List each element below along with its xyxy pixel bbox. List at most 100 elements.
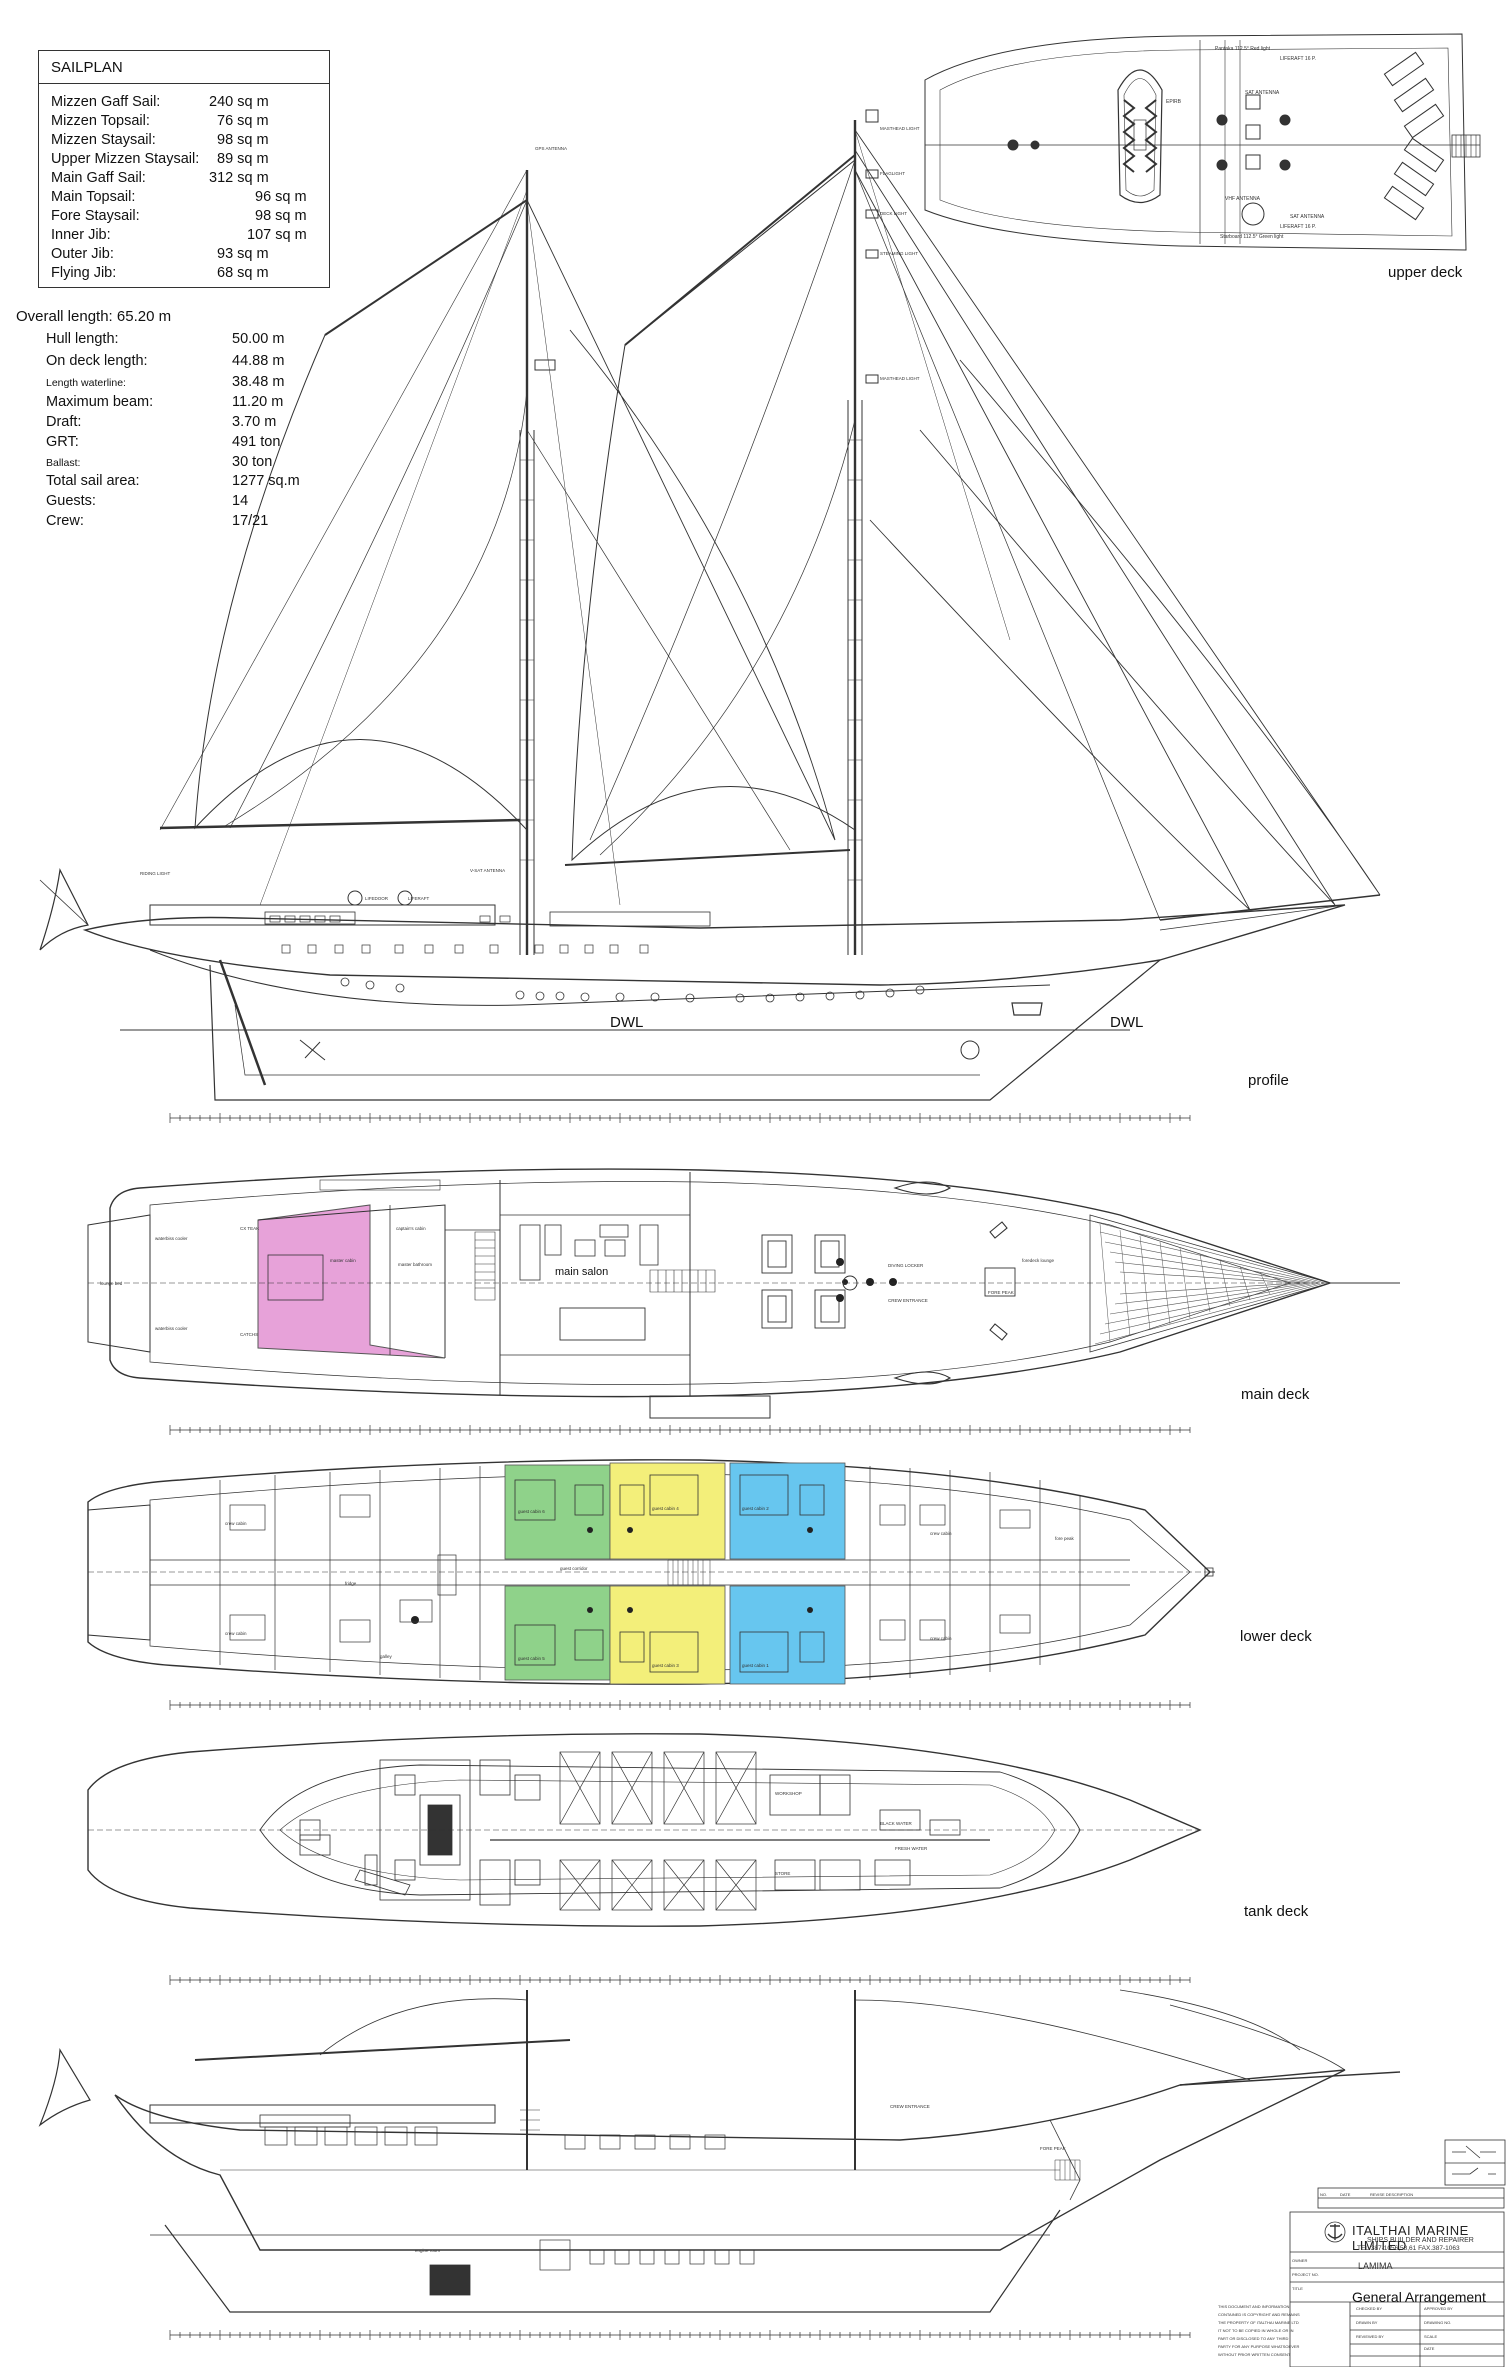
spec-label: Length waterline: <box>46 377 126 389</box>
svg-text:LIFERAFT 16 P.: LIFERAFT 16 P. <box>1280 56 1316 62</box>
svg-text:foredeck lounge: foredeck lounge <box>1022 1258 1055 1263</box>
svg-text:IT NOT TO BE COPIED IN WHOLE O: IT NOT TO BE COPIED IN WHOLE OR IN <box>1218 2328 1294 2333</box>
dwl-mark-fore: DWL <box>1110 1014 1144 1031</box>
spec-row: Crew: 17/21 <box>46 513 268 529</box>
spec-label: Crew: <box>46 513 84 529</box>
svg-text:DATE: DATE <box>1424 2346 1435 2351</box>
spec-label: Guests: <box>46 493 96 509</box>
sail-row: Mizzen Topsail:76 sq m <box>51 113 269 129</box>
svg-text:WORKSHOP: WORKSHOP <box>775 1791 802 1796</box>
upper-deck-label: upper deck <box>1388 264 1463 281</box>
sail-name: Fore Staysail: <box>51 208 140 224</box>
svg-text:crew cabin: crew cabin <box>225 1631 247 1636</box>
spec-row: Total sail area:1277 sq.m <box>46 473 300 489</box>
spec-value: 1277 sq.m <box>232 473 300 489</box>
svg-text:THE PROPERTY OF ITALTHAI MARIN: THE PROPERTY OF ITALTHAI MARINE LTD <box>1218 2320 1299 2325</box>
svg-text:V-SAT ANTENNA: V-SAT ANTENNA <box>470 868 505 873</box>
svg-text:FORE PEAK: FORE PEAK <box>988 1290 1014 1295</box>
sail-name: Mizzen Gaff Sail: <box>51 94 161 110</box>
sail-name: Mizzen Topsail: <box>51 113 150 129</box>
spec-row: Maximum beam:11.20 m <box>46 394 283 410</box>
svg-text:CX TEAK: CX TEAK <box>240 1226 259 1231</box>
svg-text:OWNER: OWNER <box>1292 2258 1307 2263</box>
svg-text:CREW ENTRANCE: CREW ENTRANCE <box>890 2104 930 2109</box>
sail-name: Main Gaff Sail: <box>51 170 146 186</box>
sail-area: 93 sq m <box>217 246 269 262</box>
company-contact: TEL.387-1056,58,61 FAX.387-1063 <box>1357 2245 1460 2252</box>
spec-row: On deck length: 44.88 m <box>46 353 284 369</box>
svg-text:DRAWING NO.: DRAWING NO. <box>1424 2320 1451 2325</box>
main-salon-label: main salon <box>555 1266 609 1278</box>
spec-row: Draft: 3.70 m <box>46 414 276 430</box>
svg-text:DATE: DATE <box>1340 2192 1351 2197</box>
lower-deck-label: lower deck <box>1240 1628 1312 1645</box>
sail-row: Mizzen Staysail:98 sq m <box>51 132 269 148</box>
svg-text:Pantaka 112.5° Red light: Pantaka 112.5° Red light <box>1215 46 1271 52</box>
spec-value: 3.70 m <box>232 414 277 430</box>
svg-text:PROJECT NO.: PROJECT NO. <box>1292 2272 1319 2277</box>
sail-row: Upper Mizzen Staysail:89 sq m <box>51 151 269 167</box>
sail-name: Main Topsail: <box>51 189 136 205</box>
svg-text:guest cabin 4: guest cabin 4 <box>652 1506 679 1511</box>
svg-text:DECK LIGHT: DECK LIGHT <box>880 211 907 216</box>
sail-area: 68 sq m <box>217 265 269 281</box>
spec-label: On deck length: <box>46 353 148 369</box>
sail-name: Outer Jib: <box>51 246 114 262</box>
overall-length: Overall length: 65.20 m <box>16 308 172 325</box>
svg-text:LIFERAFT: LIFERAFT <box>408 896 430 901</box>
svg-text:waterbiss cooler: waterbiss cooler <box>155 1326 188 1331</box>
spec-value: 11.20 m <box>232 394 284 410</box>
svg-text:DRAWN BY: DRAWN BY <box>1356 2320 1378 2325</box>
sail-row: Fore Staysail: 98 sq m <box>51 208 307 224</box>
dwl-mark-aft: DWL <box>610 1014 644 1031</box>
sail-area: 96 sq m <box>255 189 307 205</box>
profile-label: profile <box>1248 1072 1289 1089</box>
tank-deck-label: tank deck <box>1244 1903 1309 1920</box>
sail-area: 89 sq m <box>217 151 269 167</box>
svg-text:NO.: NO. <box>1320 2192 1327 2197</box>
spec-value: 491 ton <box>232 434 281 450</box>
svg-text:CHECKED BY: CHECKED BY <box>1356 2306 1382 2311</box>
svg-text:GPS ANTENNA: GPS ANTENNA <box>535 146 567 151</box>
svg-text:guest cabin 2: guest cabin 2 <box>742 1506 769 1511</box>
inboard-profile: engine room CREW ENTRANCE FORE PEAK <box>38 1989 1401 2313</box>
sailplan-table: SAILPLAN Mizzen Gaff Sail:240 sq m Mizze… <box>38 50 330 288</box>
svg-text:CREW ENTRANCE: CREW ENTRANCE <box>888 1298 928 1303</box>
sail-name: Mizzen Staysail: <box>51 132 156 148</box>
main-deck-plan: master cabin master bathroom captain's c… <box>87 1168 1400 1419</box>
svg-text:SAT ANTENNA: SAT ANTENNA <box>1245 90 1280 96</box>
sail-area: 107 sq m <box>247 227 307 243</box>
profile-view: GPS ANTENNA MASTHEAD LIGHT FLAGLIGHT DEC… <box>39 109 1381 1101</box>
svg-text:galley: galley <box>380 1654 393 1659</box>
main-deck-label: main deck <box>1241 1386 1310 1403</box>
spec-label: Draft: <box>46 414 82 430</box>
spec-value: 14 <box>232 493 249 509</box>
title-block-frame: NO. DATE REVISE DESCRIPTION OWNER PROJECT N… <box>1218 2139 1506 2367</box>
spec-value: 50.00 m <box>232 331 285 347</box>
svg-text:master bathroom: master bathroom <box>398 1262 432 1267</box>
spec-row: Length waterline: 38.48 m <box>46 374 284 390</box>
spec-label: Hull length: <box>46 331 119 347</box>
spec-value: 44.88 m <box>232 353 285 369</box>
svg-text:REVISE DESCRIPTION: REVISE DESCRIPTION <box>1370 2192 1413 2197</box>
svg-text:FLAGLIGHT: FLAGLIGHT <box>880 171 905 176</box>
spec-value: 17/21 <box>232 513 269 529</box>
sail-row: Main Topsail: 96 sq m <box>51 189 307 205</box>
spec-value: 30 ton <box>232 454 273 470</box>
spec-row: GRT:491 ton <box>46 434 280 450</box>
svg-text:guest cabin 5: guest cabin 5 <box>518 1656 545 1661</box>
spec-value: 38.48 m <box>232 374 285 390</box>
sail-area: 98 sq m <box>255 208 307 224</box>
svg-text:engine room: engine room <box>415 2248 440 2253</box>
sail-area: 312 sq m <box>209 170 269 186</box>
svg-text:SAT ANTENNA: SAT ANTENNA <box>1290 214 1325 220</box>
sailplan-divider <box>39 83 329 84</box>
svg-text:fridge: fridge <box>345 1581 357 1586</box>
svg-text:EPIRB: EPIRB <box>1166 99 1182 105</box>
spec-label: Ballast: <box>46 457 81 469</box>
sail-row: Inner Jib:107 sq m <box>51 227 307 243</box>
svg-text:LIFERAFT 16 P.: LIFERAFT 16 P. <box>1280 224 1316 230</box>
svg-text:FRESH WATER: FRESH WATER <box>895 1846 928 1851</box>
